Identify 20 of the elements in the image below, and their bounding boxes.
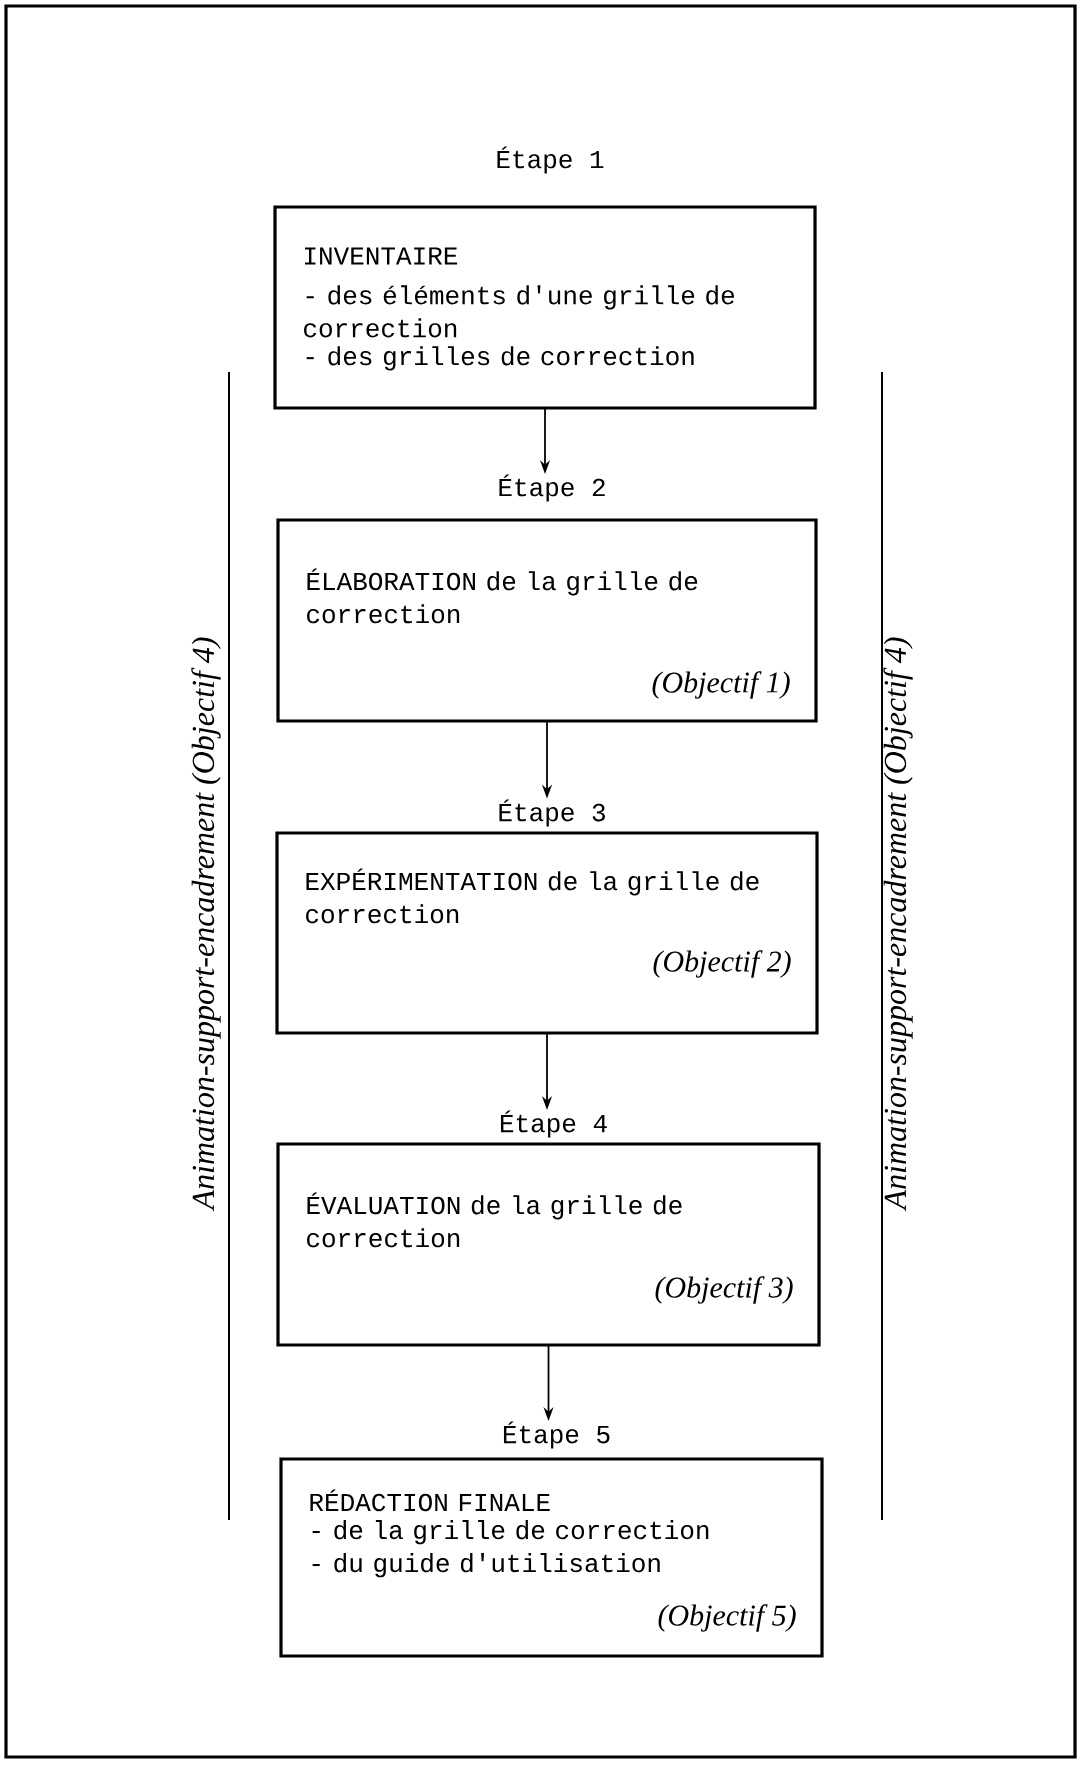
step-heading: Étape 5 — [503, 1421, 610, 1449]
step-title: RÉDACTION FINALE — [310, 1489, 550, 1512]
step-heading: Étape 4 — [500, 1110, 607, 1138]
step-heading: Étape 3 — [499, 799, 605, 827]
list-item: - de la grille de correction — [312, 1520, 709, 1545]
step-title: ÉLABORATION de la grille de correction — [307, 568, 698, 624]
objective-note: (Objectif 5) — [658, 1604, 796, 1632]
objective-note: (Objectif 3) — [655, 1276, 793, 1304]
objective-note: (Objectif 1) — [652, 671, 790, 699]
step-title: EXPÉRIMENTATION de la grille de correction — [306, 868, 759, 924]
objective-note: (Objectif 2) — [653, 950, 791, 978]
list-item: - des éléments d'une grille de correction — [304, 285, 734, 338]
step-heading: Étape 1 — [497, 146, 604, 174]
list-item: - des grilles de correction — [306, 346, 694, 371]
step-heading: Étape 2 — [499, 474, 605, 502]
side-label: Animation-support-encadrement (Objectif 4) — [191, 637, 221, 1212]
step-title: INVENTAIRE — [305, 247, 458, 265]
step-title: ÉVALUATION de la grille de correction — [307, 1192, 682, 1248]
side-label: Animation-support-encadrement (Objectif 4) — [883, 637, 913, 1212]
list-item: - du guide d'utilisation — [312, 1553, 660, 1578]
